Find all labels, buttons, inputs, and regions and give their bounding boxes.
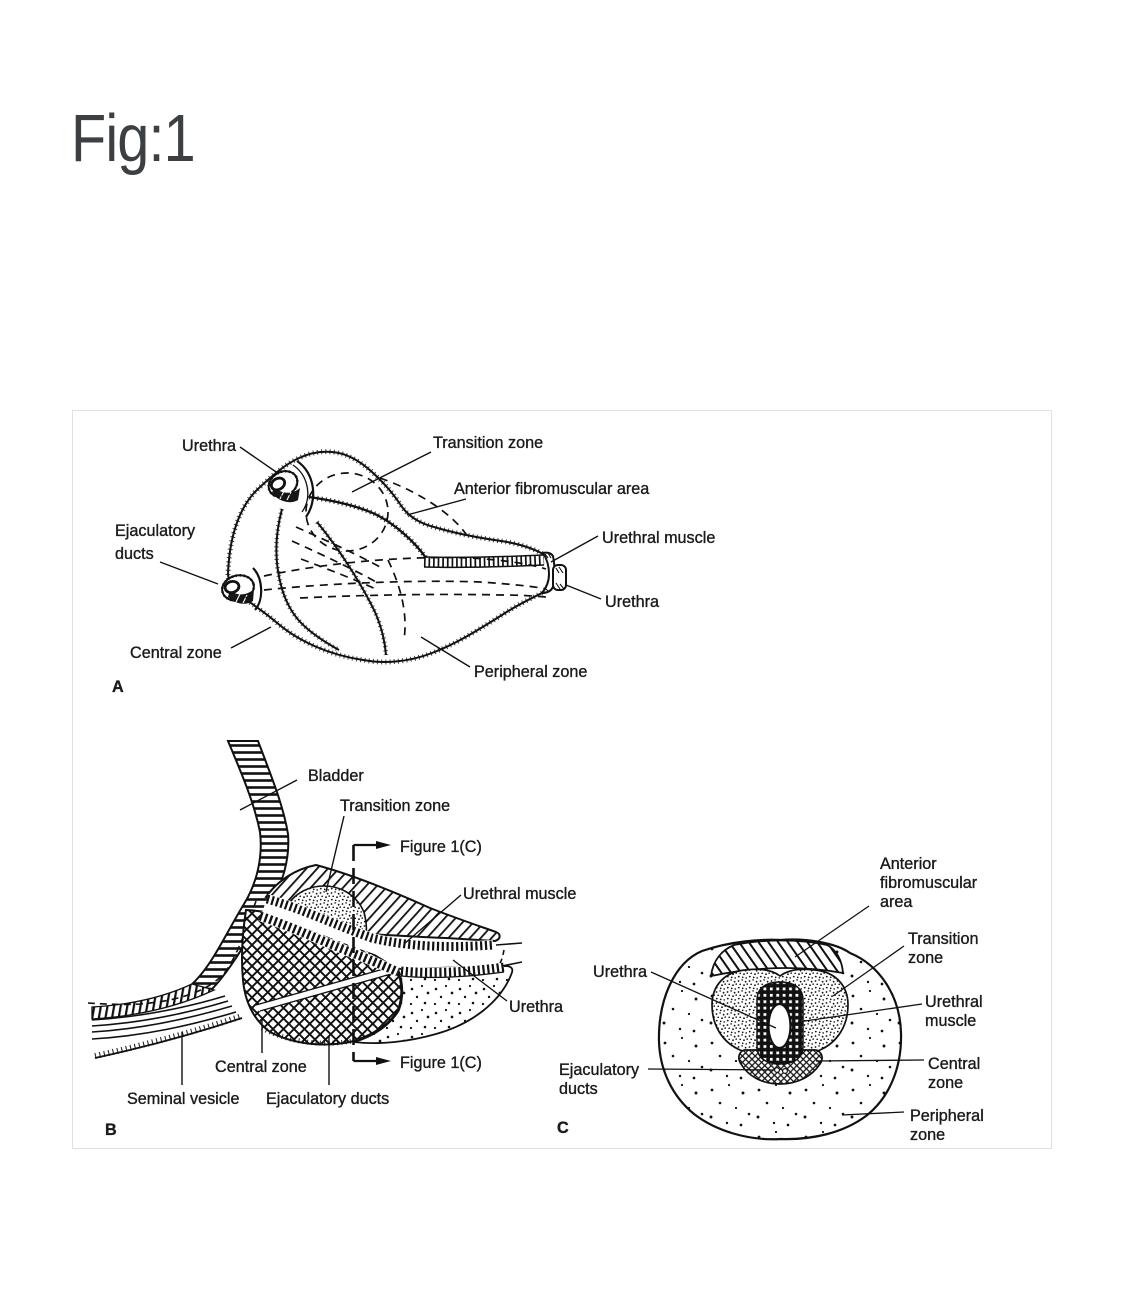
svg-text:Urethra: Urethra <box>605 593 659 611</box>
svg-text:Bladder: Bladder <box>308 767 364 785</box>
svg-text:Urethral: Urethral <box>925 993 983 1011</box>
svg-text:Transition zone: Transition zone <box>340 797 450 815</box>
svg-text:zone: zone <box>908 949 943 967</box>
svg-text:Ejaculatory: Ejaculatory <box>115 522 196 540</box>
svg-text:C: C <box>557 1119 569 1137</box>
svg-text:Anterior fibromuscular area: Anterior fibromuscular area <box>454 480 649 498</box>
svg-text:Urethral muscle: Urethral muscle <box>463 885 576 903</box>
svg-text:Urethra: Urethra <box>593 963 647 981</box>
svg-text:Ejaculatory: Ejaculatory <box>559 1061 640 1079</box>
svg-text:Urethral muscle: Urethral muscle <box>602 529 715 547</box>
svg-text:ducts: ducts <box>559 1080 598 1098</box>
svg-text:Peripheral zone: Peripheral zone <box>474 663 587 681</box>
svg-text:Transition zone: Transition zone <box>433 434 543 452</box>
svg-text:fibromuscular: fibromuscular <box>880 874 978 892</box>
svg-text:B: B <box>105 1121 117 1139</box>
svg-text:area: area <box>880 893 912 911</box>
svg-text:muscle: muscle <box>925 1012 976 1030</box>
svg-text:Urethra: Urethra <box>182 437 236 455</box>
svg-text:zone: zone <box>910 1126 945 1144</box>
svg-text:Figure 1(C): Figure 1(C) <box>400 1054 482 1072</box>
svg-text:Transition: Transition <box>908 930 978 948</box>
svg-text:Central: Central <box>928 1055 980 1073</box>
svg-text:zone: zone <box>928 1074 963 1092</box>
svg-text:Central zone: Central zone <box>215 1058 307 1076</box>
svg-text:Figure 1(C): Figure 1(C) <box>400 838 482 856</box>
svg-text:Seminal vesicle: Seminal vesicle <box>127 1090 239 1108</box>
svg-text:ducts: ducts <box>115 545 154 563</box>
svg-text:A: A <box>112 678 124 696</box>
svg-text:Ejaculatory ducts: Ejaculatory ducts <box>266 1090 389 1108</box>
svg-text:Urethra: Urethra <box>509 998 563 1016</box>
svg-text:Anterior: Anterior <box>880 855 937 873</box>
svg-text:Central zone: Central zone <box>130 644 222 662</box>
svg-text:Peripheral: Peripheral <box>910 1107 984 1125</box>
